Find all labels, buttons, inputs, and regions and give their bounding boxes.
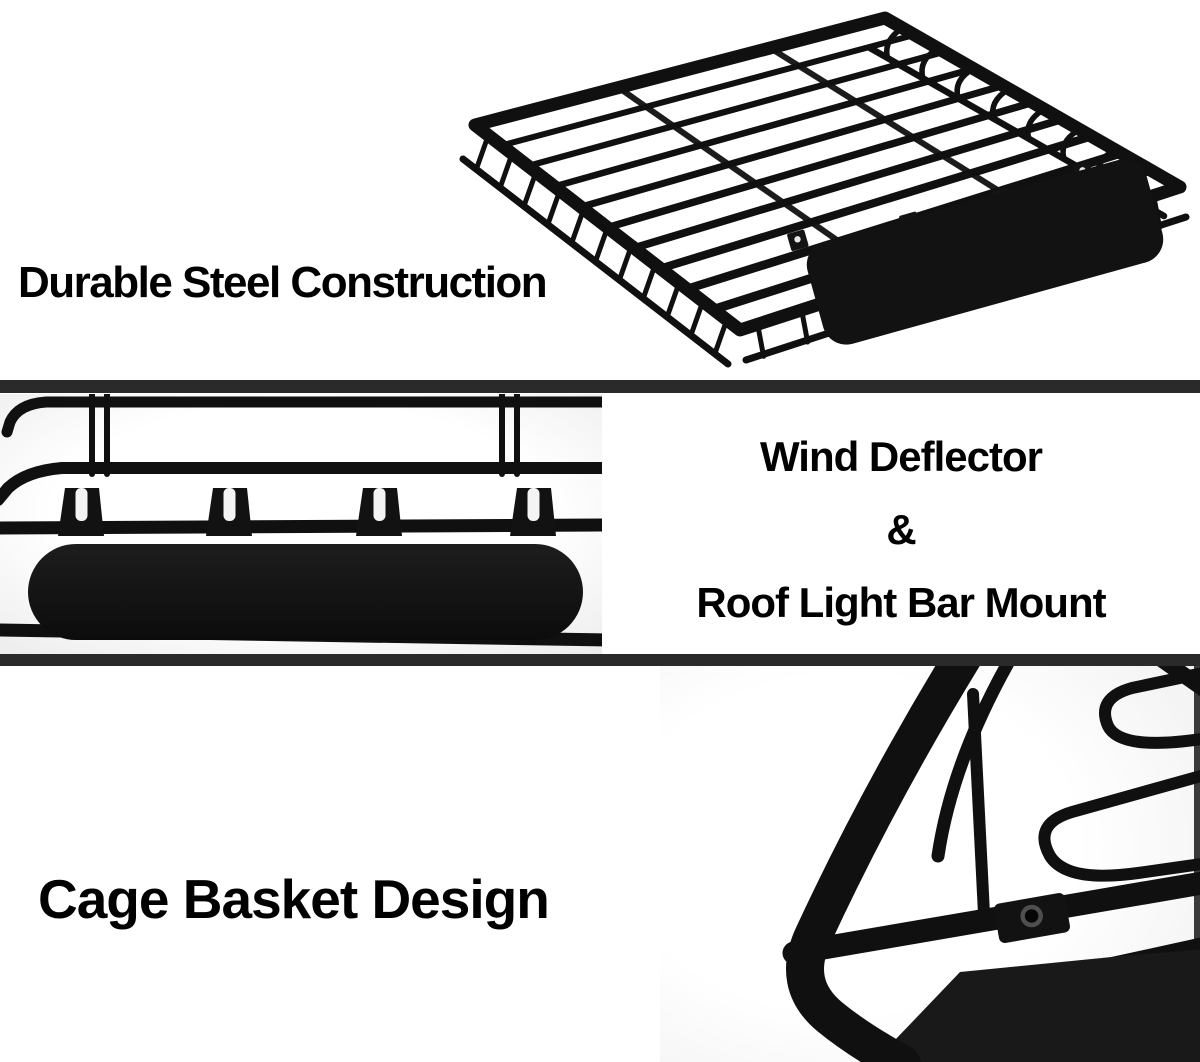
caption-durable-steel: Durable Steel Construction	[18, 257, 548, 307]
corner-rim-tube	[786, 666, 980, 1062]
caption-cage-basket: Cage Basket Design	[38, 867, 550, 930]
cage-corner-illustration	[660, 666, 1200, 1062]
divider-bar-top	[0, 380, 1200, 393]
caption-line-3: Roof Light Bar Mount	[696, 579, 1106, 626]
divider-bar-bottom	[0, 654, 1200, 666]
roof-basket-illustration	[459, 11, 1190, 368]
wind-deflector-panel	[28, 544, 583, 640]
caption-line-2: &	[886, 506, 916, 553]
light-bar-mount-brackets	[58, 488, 556, 536]
basket-left-fence	[459, 132, 732, 368]
caption-wind-deflector: Wind Deflector & Roof Light Bar Mount	[602, 420, 1200, 639]
mount-bracket-with-hole	[994, 893, 1070, 943]
caption-line-1: Wind Deflector	[760, 433, 1043, 480]
roof-basket-photo	[450, 4, 1195, 378]
wind-deflector-illustration	[0, 394, 602, 654]
wind-deflector-photo	[0, 394, 602, 654]
basket-rim	[468, 11, 1187, 337]
wind-deflector-slab	[806, 159, 1164, 345]
cage-corner-photo	[660, 666, 1200, 1062]
basket-floor-panel	[874, 949, 1200, 1062]
